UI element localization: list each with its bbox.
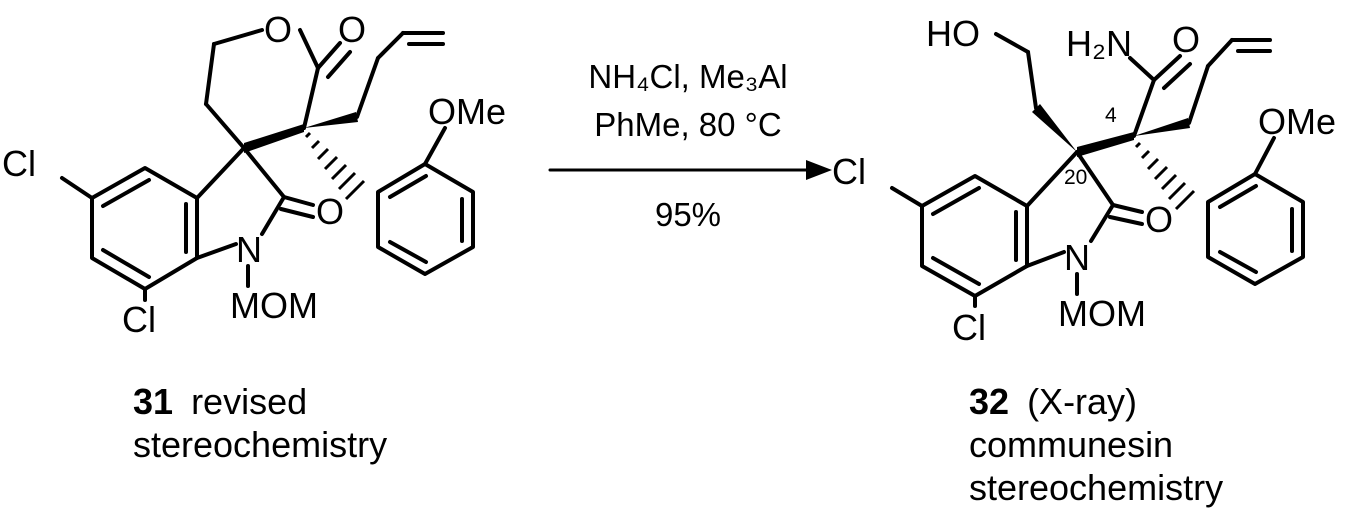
product-n-label: N <box>1064 237 1090 278</box>
product-ch2-ch2 <box>1026 50 1038 110</box>
product-caption-line-2: communesin <box>969 424 1173 465</box>
product-h2n-label: H₂N <box>1066 23 1132 64</box>
product-locant-4: 4 <box>1105 104 1117 127</box>
reactant-carbonyl-o-label: O <box>316 191 344 232</box>
product-caption-line-3: stereochemistry <box>969 467 1223 508</box>
reactant-c3-c2 <box>242 146 286 199</box>
reactant-carbonyl-2 <box>279 207 315 219</box>
product-c2-n <box>1089 203 1115 243</box>
product-aromatic-double-1 <box>931 186 981 216</box>
product-allyl-ch <box>1206 38 1234 68</box>
reactant-aryl-ring <box>376 162 475 276</box>
reactant-c2-n <box>260 195 286 236</box>
reactant-hashed-bond <box>304 131 366 201</box>
product-carbonyl-o-label: O <box>1145 199 1173 240</box>
reaction-yield: 95% <box>655 196 721 233</box>
reactant-caption-line-1: 31 revised <box>133 381 307 422</box>
reactant-lactone-o-label: O <box>338 9 366 50</box>
reactant-aryl-double-1 <box>388 174 428 199</box>
product-caption-line-1: 32 (X-ray) <box>969 381 1137 422</box>
product-aryl-double-1 <box>1218 184 1258 209</box>
product-c4-amide <box>1132 78 1156 138</box>
product-ome-bond <box>1253 136 1276 176</box>
product-allyl-ch2 <box>1187 64 1210 125</box>
product-amide-co-2 <box>1162 62 1192 90</box>
reactant-lactone-co-2 <box>326 50 352 79</box>
reactant-allyl-ch2 <box>355 56 380 119</box>
reactant-allyl-ch <box>376 31 405 60</box>
reactant-bold-bond <box>244 124 304 153</box>
product-hashed-bond <box>1134 141 1196 211</box>
product-mom-label: MOM <box>1058 293 1146 334</box>
product-c3a-c3 <box>1025 150 1079 208</box>
product-caption-xray: (X-ray) <box>1027 381 1137 422</box>
product-benzene-ring <box>920 174 1029 298</box>
reactant-benzene-ring <box>90 166 199 291</box>
product-compound-number: 32 <box>969 381 1009 422</box>
product-c3-c2 <box>1075 150 1115 207</box>
product-aryl-double-3 <box>1218 250 1258 274</box>
reactant-spiro-ch2 <box>204 102 246 150</box>
reactant-compound-number: 31 <box>133 381 173 422</box>
product-32-structure <box>890 32 1305 308</box>
product-amide-n <box>1128 56 1156 82</box>
product-ch2-oh <box>994 32 1030 54</box>
product-locant-20: 20 <box>1064 166 1087 189</box>
reactant-cl-top-label: Cl <box>2 143 36 184</box>
reactant-ome-bond <box>423 126 447 166</box>
reactant-n-label: N <box>236 229 262 270</box>
product-amide-co-1 <box>1152 54 1182 82</box>
reactant-cl-bottom-label: Cl <box>122 299 156 340</box>
product-carbonyl-2 <box>1108 215 1144 226</box>
reagents-line-2: PhMe, 80 °C <box>594 106 781 143</box>
reactant-allyl-wedge <box>304 112 358 128</box>
reactant-o-co <box>298 28 320 70</box>
reactant-carbonyl-1 <box>282 195 315 207</box>
reactant-ome-label: OMe <box>428 91 506 132</box>
reactant-ch2-o <box>212 28 264 46</box>
reactant-caption-line-2: stereochemistry <box>133 424 387 465</box>
reactant-cl-top-bond <box>60 176 94 200</box>
product-allyl-wedge <box>1134 118 1190 136</box>
reactant-aryl-double-3 <box>388 240 428 264</box>
reactant-mom-label: MOM <box>230 285 318 326</box>
product-c20-c4-bond <box>1077 132 1134 157</box>
product-n-c7a <box>1025 250 1066 268</box>
reactant-aromatic-double-1 <box>101 178 151 208</box>
reactant-co-cq <box>302 66 320 130</box>
reactant-c3a-c3 <box>195 146 246 200</box>
product-carbonyl-1 <box>1111 203 1144 214</box>
product-bold-ch2-wedge <box>1032 104 1077 152</box>
reactant-n-c7a <box>195 242 238 260</box>
reactant-caption-revised: revised <box>191 381 307 422</box>
product-aryl-ring <box>1206 172 1305 286</box>
product-aromatic-double-2 <box>931 256 981 286</box>
product-cl-bottom-label: Cl <box>952 307 986 348</box>
product-ho-label: HO <box>926 13 980 54</box>
reactant-ring-o-label: O <box>264 9 292 50</box>
product-cl-top-bond <box>890 186 924 208</box>
product-amide-o-label: O <box>1172 19 1200 60</box>
reaction-arrow <box>548 160 832 180</box>
reactant-31-structure <box>60 28 475 302</box>
reactant-ch2-ch2 <box>204 42 216 106</box>
reactant-lactone-co-1 <box>316 41 342 70</box>
product-ome-label: OMe <box>1258 101 1336 142</box>
reagents-line-1: NH₄Cl, Me₃Al <box>588 58 787 95</box>
product-cl-top-label: Cl <box>832 151 866 192</box>
reactant-aromatic-double-2 <box>101 248 151 279</box>
arrow-head <box>806 160 832 180</box>
